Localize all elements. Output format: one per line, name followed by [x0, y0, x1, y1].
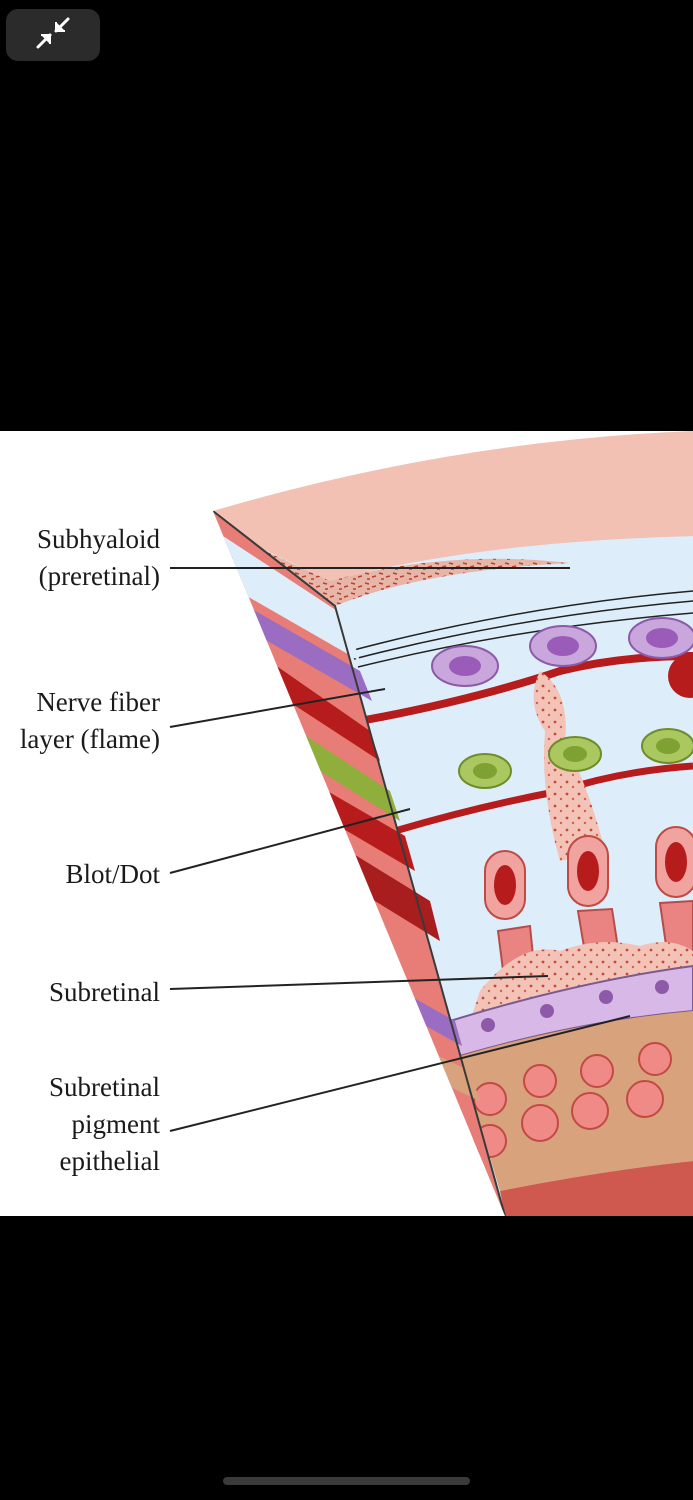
- leader-lines: [169, 567, 631, 1132]
- label-subretinal-pigment-line2: pigment: [71, 1109, 161, 1139]
- bipolar-cells: [458, 728, 693, 789]
- label-subretinal-pigment: Subretinal pigment epithelial: [49, 1069, 160, 1180]
- ganglion-cells: [431, 617, 693, 687]
- label-blot-dot: Blot/Dot: [65, 856, 160, 893]
- label-subretinal: Subretinal: [49, 974, 160, 1011]
- label-subretinal-pigment-line1: Subretinal: [49, 1072, 160, 1102]
- label-subhyaloid-line2: (preretinal): [38, 561, 160, 591]
- retina-cross-section-illustration: [169, 431, 693, 1216]
- label-blot-dot-line1: Blot/Dot: [65, 859, 160, 889]
- home-indicator[interactable]: [223, 1477, 470, 1485]
- exit-fullscreen-button[interactable]: [6, 9, 100, 61]
- label-subretinal-pigment-line3: epithelial: [59, 1146, 160, 1176]
- collapse-arrows-icon: [30, 13, 76, 58]
- label-subhyaloid: Subhyaloid (preretinal): [37, 521, 160, 595]
- label-subhyaloid-line1: Subhyaloid: [36, 524, 160, 554]
- photoreceptors: [484, 826, 693, 988]
- sclera: [500, 1161, 693, 1216]
- label-nerve-fiber: Nerve fiber layer (flame): [20, 684, 160, 758]
- retinal-vessel: [359, 652, 693, 725]
- label-subretinal-line1: Subretinal: [49, 977, 160, 1007]
- label-nerve-fiber-line1: Nerve fiber: [36, 687, 160, 717]
- label-nerve-fiber-line2: layer (flame): [19, 724, 160, 754]
- retinal-hemorrhage-diagram: Subhyaloid (preretinal) Nerve fiber laye…: [0, 431, 693, 1216]
- vitreous-band: [213, 431, 693, 581]
